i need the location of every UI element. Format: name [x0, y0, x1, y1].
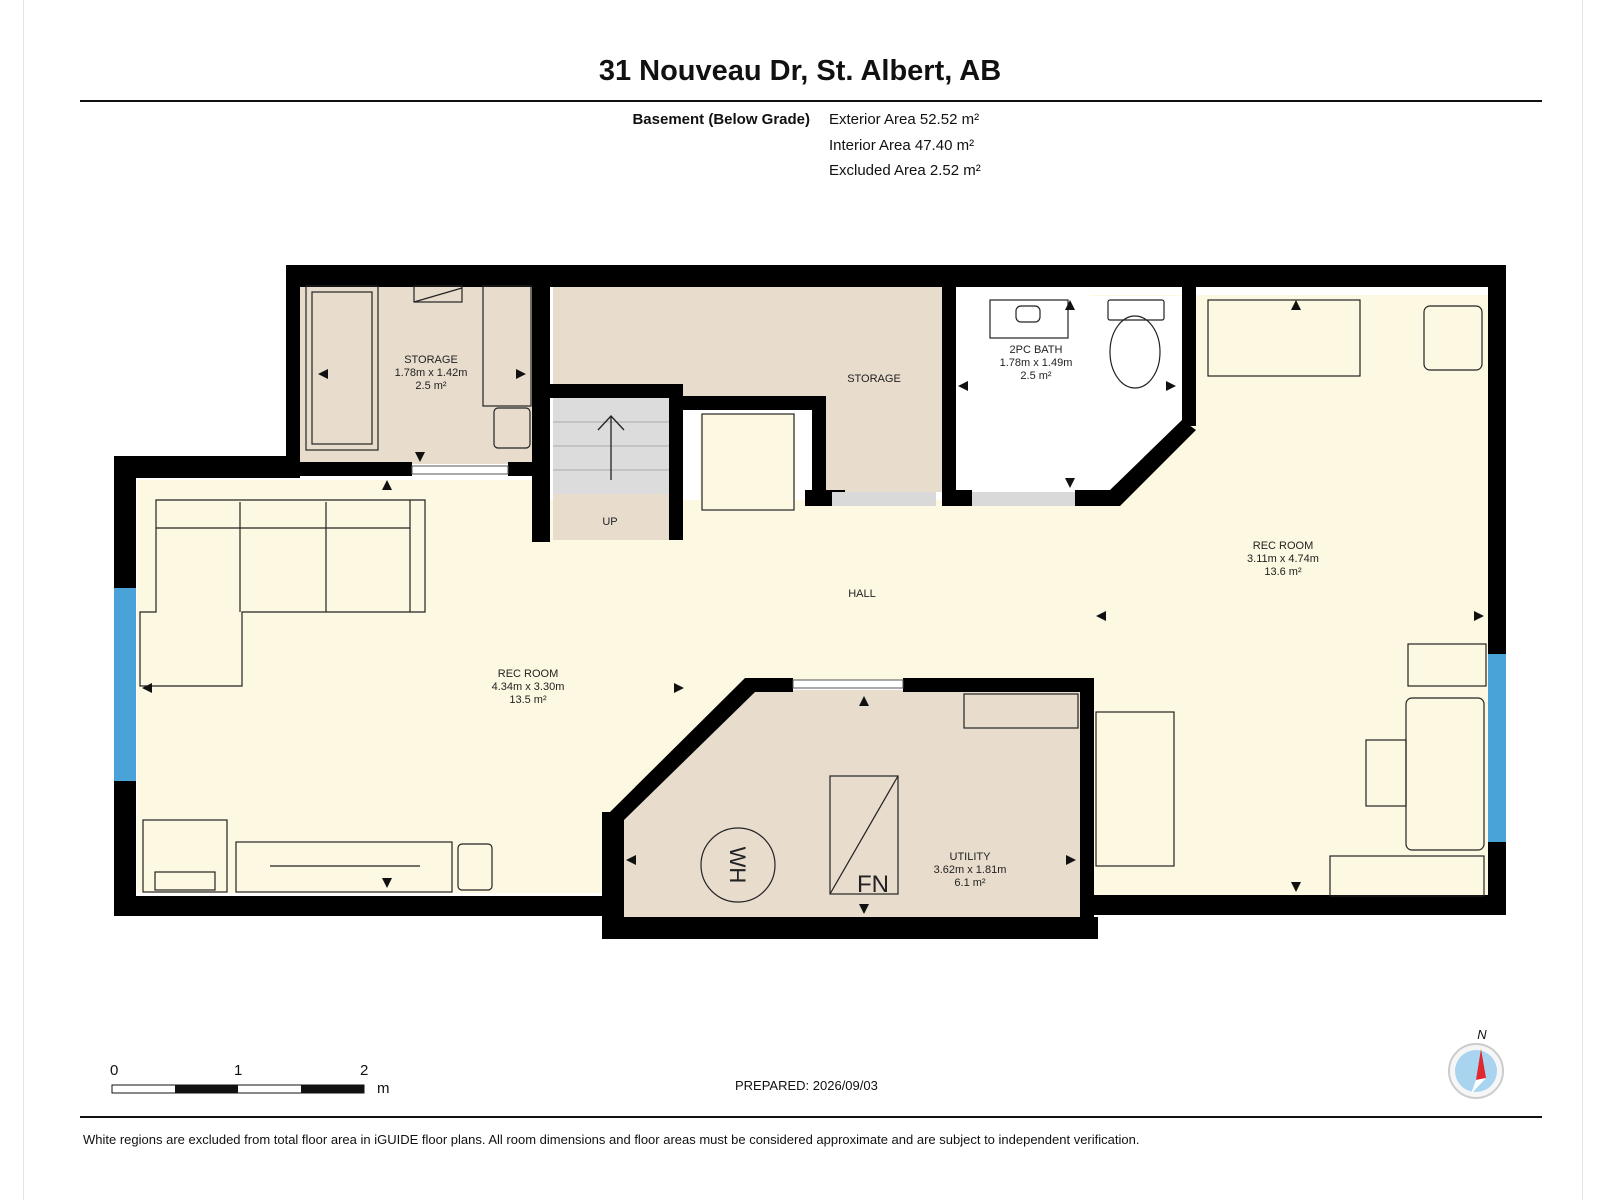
- furnace: [829, 775, 899, 895]
- wall-utility-diagonal: [610, 678, 755, 820]
- measurement-markers: [142, 300, 1484, 914]
- toilet-tank: [1107, 299, 1165, 321]
- wall-utility-right: [1080, 678, 1094, 938]
- wall-bath-diagonal: [1110, 420, 1196, 506]
- storage-small-name: STORAGE: [404, 354, 458, 366]
- rec-right-name: REC ROOM: [1253, 540, 1314, 552]
- armchair: [142, 819, 228, 893]
- rec-left-name: REC ROOM: [498, 668, 559, 680]
- wall-bottom-right: [1090, 895, 1506, 915]
- wall-bath-right: [1182, 284, 1196, 426]
- wall-bath-bottom2: [1075, 490, 1120, 506]
- sectional-sofa: [139, 499, 426, 687]
- window-right: [1488, 654, 1506, 842]
- rec-left-area: 13.5 m²: [509, 694, 547, 706]
- property-address-title: 31 Nouveau Dr, St. Albert, AB: [598, 55, 1002, 87]
- scale-label-2: 2: [360, 1062, 369, 1079]
- rec-right-shelf: [1407, 643, 1487, 687]
- page-frame: [23, 0, 1583, 1200]
- door-storage-large: [832, 492, 936, 506]
- wall-closet-top: [683, 396, 826, 410]
- vanity: [989, 299, 1069, 339]
- floor-utility: [623, 690, 1080, 917]
- storage-cabinet: [482, 285, 532, 407]
- wall-top: [286, 265, 1506, 287]
- scale-bar: [111, 1084, 365, 1094]
- utility-name: UTILITY: [950, 851, 992, 863]
- wall-bath-bottom: [942, 490, 972, 506]
- wall-small-storage-bottom: [300, 462, 412, 476]
- rec-right-desk-chair: [1365, 739, 1407, 807]
- closet-appliance: [701, 413, 795, 511]
- window-left: [114, 588, 136, 781]
- wall-stair-left: [532, 284, 550, 542]
- exterior-area: Exterior Area 52.52 m²: [829, 111, 980, 128]
- floor-bath: [954, 296, 1184, 492]
- wall-utility-left: [602, 812, 624, 938]
- slider-storage: [411, 465, 509, 475]
- compass-icon: N: [1448, 1027, 1504, 1099]
- tv-stand: [235, 841, 453, 893]
- furniture: [139, 285, 1487, 903]
- side-table: [457, 843, 493, 891]
- interior-area: Interior Area 47.40 m²: [829, 137, 975, 154]
- hall-name: HALL: [848, 588, 876, 600]
- excluded-area: Excluded Area 2.52 m²: [829, 162, 981, 179]
- door-bath: [972, 492, 1075, 506]
- footer-rule: [80, 1116, 1542, 1118]
- wall-utility-top2: [903, 678, 1093, 692]
- scale-label-0: 0: [110, 1062, 119, 1079]
- stairs-up-arrow: [597, 415, 625, 480]
- rec-right-area: 13.6 m²: [1264, 566, 1302, 578]
- slider-utility: [792, 679, 904, 689]
- rec-right-counter: [1207, 299, 1361, 377]
- wall-left-top: [114, 456, 300, 478]
- sliding-doors: [411, 465, 904, 689]
- water-heater-label: WH: [725, 847, 750, 884]
- storage-shelf: [305, 285, 379, 451]
- wall-stair-top: [550, 384, 683, 398]
- compass-north-label: N: [1477, 1027, 1487, 1042]
- wall-utility-top: [745, 678, 793, 692]
- utility-area: 6.1 m²: [954, 877, 986, 889]
- bath-area: 2.5 m²: [1020, 370, 1052, 382]
- prepared-date: PREPARED: 2026/09/03: [735, 1078, 878, 1093]
- bath-dims: 1.78m x 1.49m: [1000, 357, 1073, 369]
- scale-unit: m: [377, 1080, 390, 1097]
- rec-right-dims: 3.11m x 4.74m: [1247, 553, 1319, 565]
- wall-storage-bath: [942, 284, 956, 506]
- level-name: Basement (Below Grade): [632, 111, 810, 128]
- wall-bottom-left: [114, 896, 610, 916]
- wall-storage-left: [286, 265, 300, 475]
- storage-large-name: STORAGE: [847, 373, 901, 385]
- rec-right-chair: [1423, 305, 1483, 371]
- storage-box: [493, 407, 531, 449]
- walls: [114, 265, 1506, 939]
- storage-small-dims: 1.78m x 1.42m: [395, 367, 468, 379]
- wall-stair-right: [669, 384, 683, 540]
- floor-fills: [137, 284, 1490, 917]
- wall-bottom-utility: [602, 917, 1098, 939]
- wall-small-storage-bottom2: [508, 462, 538, 476]
- rec-right-cabinet: [1095, 711, 1175, 867]
- stairs-label: UP: [602, 516, 617, 528]
- floor-closet: [700, 414, 795, 510]
- toilet-bowl: [1109, 315, 1161, 389]
- furnace-label: FN: [857, 871, 889, 898]
- rec-left-dims: 4.34m x 3.30m: [492, 681, 565, 693]
- disclaimer-text: White regions are excluded from total fl…: [83, 1132, 1140, 1147]
- wall-closet-right: [812, 396, 826, 506]
- scale-label-1: 1: [234, 1062, 243, 1079]
- storage-small-area: 2.5 m²: [415, 380, 447, 392]
- utility-dims: 3.62m x 1.81m: [934, 864, 1007, 876]
- rec-right-bench: [1329, 855, 1485, 897]
- bath-name: 2PC BATH: [1010, 344, 1063, 356]
- utility-counter: [963, 693, 1079, 729]
- water-heater: [700, 827, 776, 903]
- header-rule: [80, 100, 1542, 102]
